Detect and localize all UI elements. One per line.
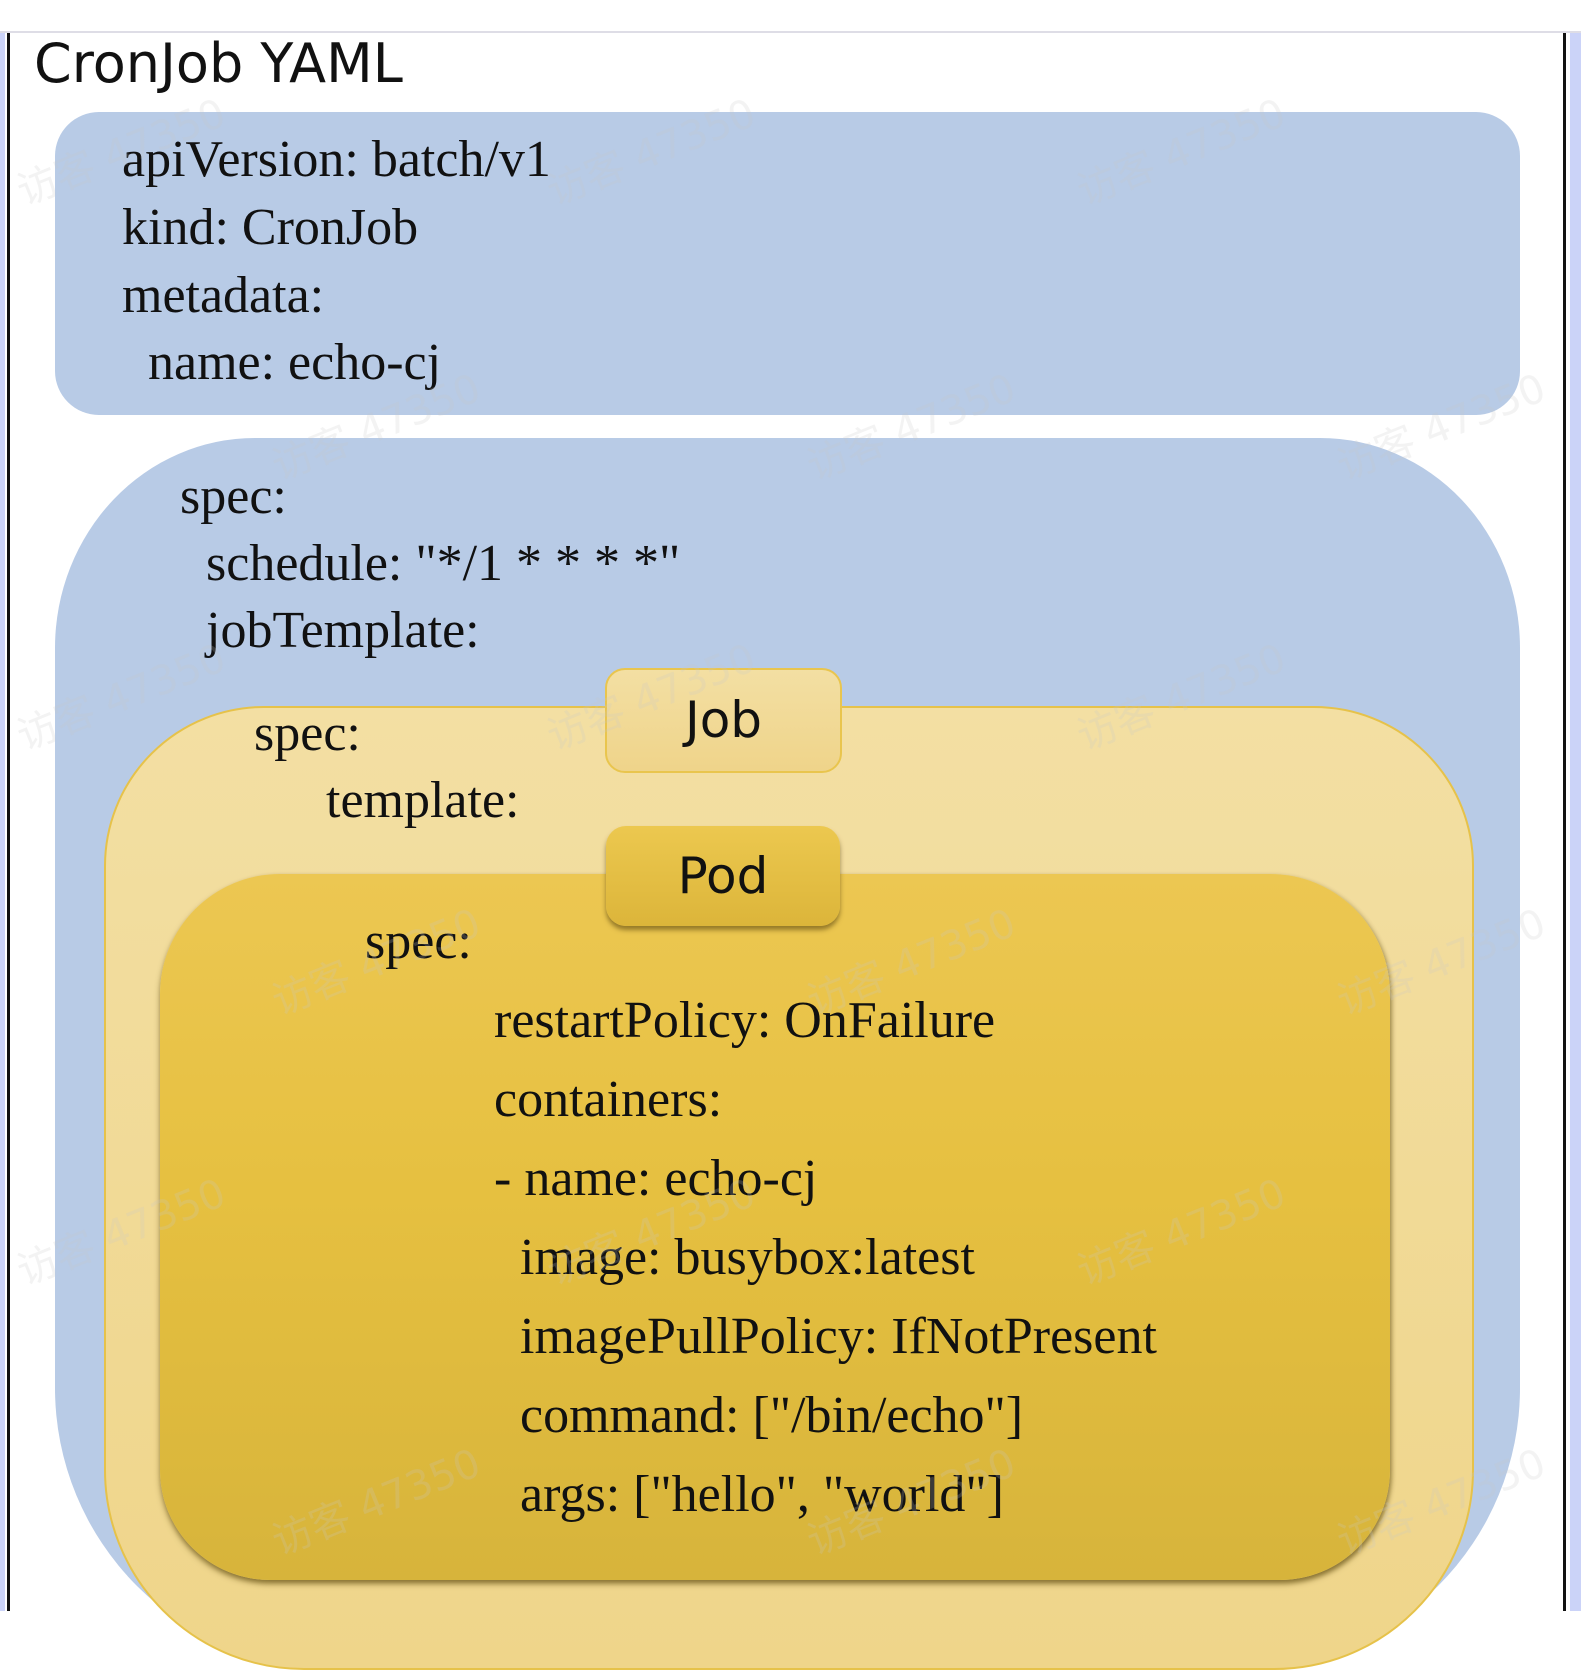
yaml-line-pod-spec: spec: xyxy=(365,913,472,970)
yaml-line-containers: containers: xyxy=(494,1071,723,1128)
pod-block xyxy=(160,874,1390,1580)
metadata-yaml: apiVersion: batch/v1 kind: CronJob metad… xyxy=(0,0,551,391)
yaml-line-schedule: schedule: "*/1 * * * *" xyxy=(180,535,681,592)
frame-left-edge xyxy=(0,33,5,1611)
diagram-title: CronJob YAML xyxy=(34,32,403,95)
frame-right-edge xyxy=(1570,33,1581,1611)
pod-yaml: spec: restartPolicy: OnFailure container… xyxy=(0,0,1157,1523)
frame-left-border xyxy=(7,33,10,1611)
yaml-line-image: image: busybox:latest xyxy=(494,1229,975,1286)
yaml-line-name: name: echo-cj xyxy=(122,334,442,391)
yaml-line-container-name: - name: echo-cj xyxy=(494,1150,818,1207)
metadata-block xyxy=(55,112,1520,415)
yaml-line-kind: kind: CronJob xyxy=(122,199,419,256)
yaml-line-template: template: xyxy=(326,772,520,829)
yaml-line-restartpolicy: restartPolicy: OnFailure xyxy=(494,992,996,1049)
pod-label: Pod xyxy=(606,826,840,926)
frame-right-border xyxy=(1563,33,1566,1611)
job-yaml: spec: template: xyxy=(0,0,519,829)
yaml-line-apiversion: apiVersion: batch/v1 xyxy=(122,131,551,188)
yaml-line-args: args: ["hello", "world"] xyxy=(494,1466,1004,1523)
yaml-line-command: command: ["/bin/echo"] xyxy=(494,1387,1024,1444)
cronjob-spec-yaml: spec: schedule: "*/1 * * * *" jobTemplat… xyxy=(0,0,680,659)
yaml-line-jobtemplate: jobTemplate: xyxy=(180,602,480,659)
yaml-line-spec: spec: xyxy=(180,468,287,525)
job-label: Job xyxy=(605,668,842,773)
yaml-line-metadata: metadata: xyxy=(122,267,325,324)
yaml-line-imagepullpolicy: imagePullPolicy: IfNotPresent xyxy=(494,1308,1157,1365)
yaml-line-job-spec: spec: xyxy=(254,705,361,762)
top-strip xyxy=(0,0,1581,33)
